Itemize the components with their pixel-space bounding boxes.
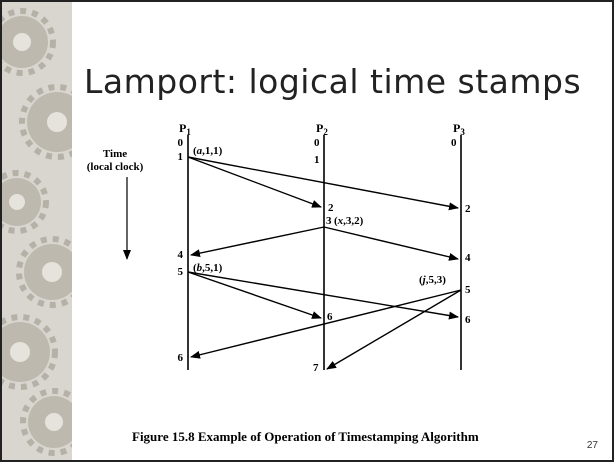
figure-caption: Figure 15.8 Example of Operation of Time… [132, 429, 479, 444]
message-arrow-b-to-p2 [187, 271, 322, 319]
message-arrow-j-to-p2 [326, 289, 462, 370]
message-arrow-a-to-p2 [187, 156, 322, 208]
p3-tick: 5 [465, 284, 471, 296]
message-arrow-j-to-p1 [190, 289, 462, 359]
p1-tick: 4 [178, 249, 184, 261]
p3-tick: 6 [465, 314, 471, 326]
message-label-a: (a,1,1) [193, 145, 223, 157]
message-label-b: (b,5,1) [193, 262, 223, 274]
page-number: 27 [586, 440, 598, 451]
message-arrow-b-to-p3 [187, 271, 459, 320]
p2-tick: 1 [314, 154, 320, 166]
p2-tick: 0 [314, 137, 320, 149]
p2-tick: 6 [327, 311, 333, 323]
message-label-x: (x,3,2) [334, 215, 364, 227]
process-label-p3: P3 [453, 121, 465, 137]
p1-tick: 1 [178, 151, 184, 163]
p2-tick: 7 [313, 362, 319, 374]
p3-tick: 0 [451, 137, 457, 149]
message-arrow-x-to-p3 [323, 226, 459, 261]
p2-tick: 2 [328, 202, 334, 214]
message-arrow-x-to-p1 [190, 226, 325, 258]
process-label-p1: P1 [179, 121, 191, 137]
p1-tick: 6 [178, 352, 184, 364]
local-clock-label: (local clock) [87, 161, 144, 173]
p1-tick: 0 [178, 137, 184, 149]
p3-tick: 2 [465, 203, 471, 215]
p3-tick: 4 [465, 252, 471, 264]
p2-tick: 3 [326, 215, 332, 227]
message-label-j: (j,5,3) [419, 274, 446, 286]
process-label-p2: P2 [316, 121, 328, 137]
message-arrow-a-to-p3 [187, 156, 459, 211]
time-label: Time [103, 148, 127, 160]
p1-tick: 5 [178, 266, 184, 278]
page-title: Lamport: logical time stamps [84, 62, 582, 101]
